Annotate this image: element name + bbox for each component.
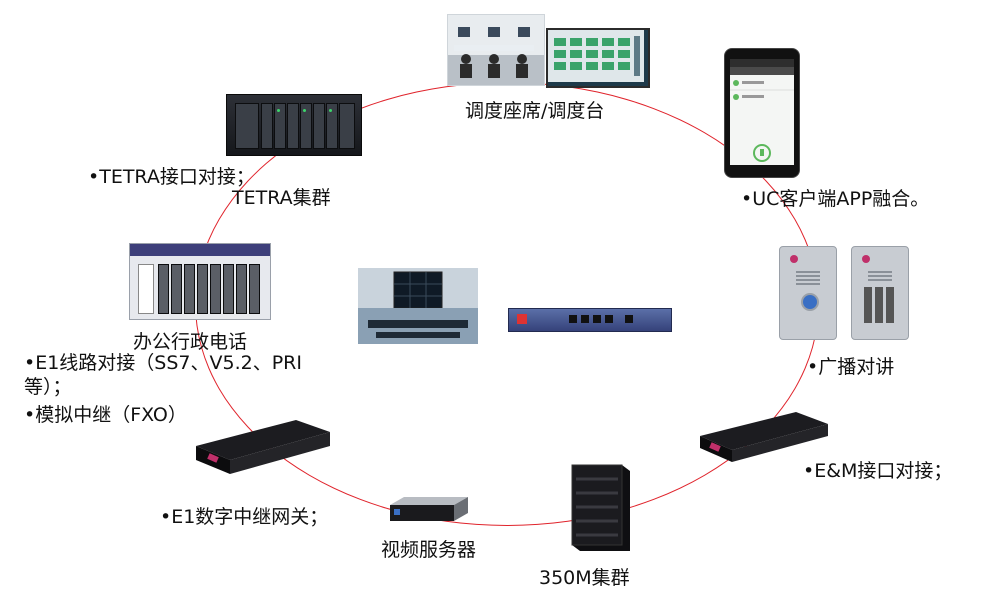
label-video-server: 视频服务器	[381, 539, 477, 561]
video-server-photo	[388, 497, 470, 523]
label-e1-line-interface: •E1线路对接（SS7、V5.2、PRI等）；	[24, 352, 302, 398]
label-tetra-interface: •TETRA接口对接；	[88, 166, 255, 188]
cabinet-350m-photo	[566, 461, 634, 555]
label-em-interface: •E&M接口对接；	[803, 460, 953, 482]
intercom-panel-left-photo	[779, 246, 837, 340]
command-screen-photo	[358, 268, 478, 344]
intercom-panel-right-photo	[851, 246, 909, 340]
label-office-phone: 办公行政电话	[133, 331, 248, 353]
label-analog-trunk: •模拟中继（FXO）	[24, 404, 187, 426]
dispatch-seats-photo	[447, 14, 545, 86]
label-uc-app: •UC客户端APP融合。	[741, 188, 930, 210]
convergence-host-photo	[508, 308, 672, 332]
dispatch-console-screen	[546, 28, 650, 88]
em-gateway-photo	[696, 412, 830, 468]
label-e1-gateway: •E1数字中继网关；	[160, 506, 329, 528]
e1-gateway-photo	[192, 420, 332, 480]
label-350m-cluster: 350M集群	[539, 567, 630, 589]
label-dispatch-console: 调度座席/调度台	[465, 100, 605, 122]
label-tetra-cluster: TETRA集群	[232, 187, 331, 209]
tetra-cluster-photo	[226, 94, 362, 156]
office-pbx-photo	[129, 243, 271, 320]
smartphone-photo	[724, 48, 800, 178]
label-command-screen: 中心大屏	[378, 359, 455, 381]
label-convergence-host: 融合通信调度主机	[510, 345, 663, 367]
label-broadcast-intercom: •广播对讲	[807, 356, 895, 378]
